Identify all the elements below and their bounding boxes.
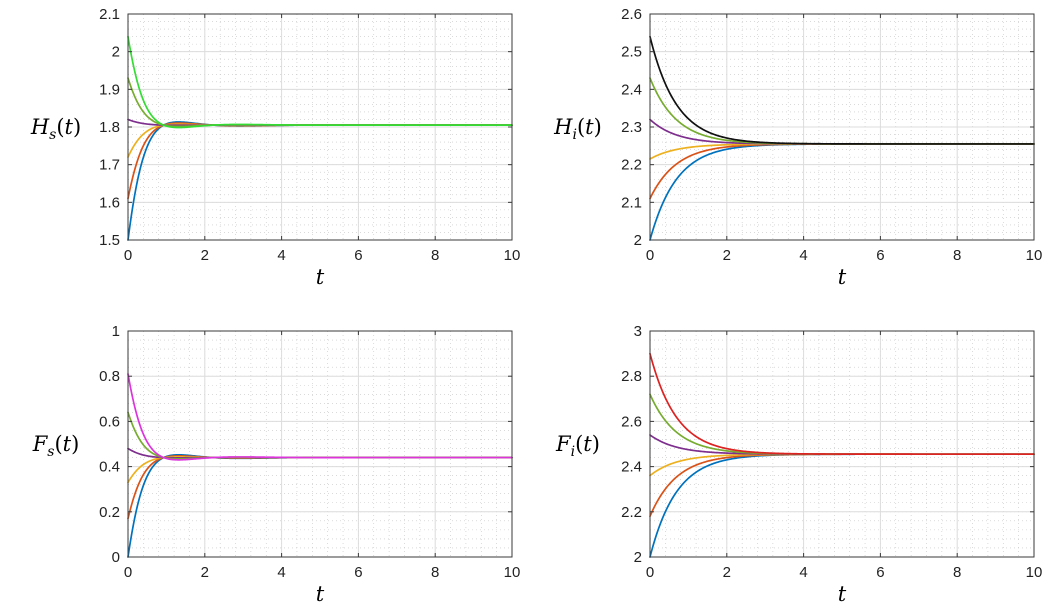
series-line-2 — [127, 455, 513, 520]
x-tick-label: 10 — [504, 564, 521, 581]
x-tick-label: 8 — [953, 564, 961, 581]
series-line-1 — [127, 453, 513, 558]
y-tick-label: 2.6 — [621, 413, 642, 430]
y-tick-label: 1.6 — [99, 194, 120, 211]
series-line-5 — [127, 77, 513, 128]
y-axis-label: Hi(t) — [553, 115, 602, 143]
x-tick-label: 4 — [277, 564, 285, 581]
y-tick-label: 2.8 — [621, 368, 642, 385]
x-tick-label: 2 — [723, 247, 731, 264]
x-tick-label: 2 — [201, 247, 209, 264]
y-tick-label: 1 — [112, 323, 120, 340]
x-tick-label: 6 — [876, 564, 884, 581]
x-tick-label: 4 — [799, 564, 807, 581]
y-tick-label: 0.6 — [99, 413, 120, 430]
x-tick-label: 6 — [354, 564, 362, 581]
x-tick-label: 4 — [277, 247, 285, 264]
y-tick-label: 2.4 — [621, 459, 642, 476]
x-tick-label: 6 — [876, 247, 884, 264]
series-line-5 — [127, 411, 513, 460]
y-tick-label: 2.2 — [621, 157, 642, 174]
y-axis-label: Fi(t) — [555, 432, 600, 460]
chart-panel-top-left: 0 2 4 6 8 10 1.5 1.6 1.7 1.8 1.9 2 2.1 t Hs(t) — [30, 6, 521, 289]
y-tick-label: 2.6 — [621, 6, 642, 23]
series-line-2 — [649, 453, 1035, 518]
y-tick-label: 2.5 — [621, 44, 642, 61]
axes-box — [649, 330, 1035, 558]
y-tick-label: 1.5 — [99, 232, 120, 249]
x-tick-label: 2 — [723, 564, 731, 581]
series-group — [649, 352, 1035, 558]
minor-grid — [649, 330, 1035, 558]
series-line-5 — [649, 77, 1035, 145]
y-tick-label: 2.3 — [621, 119, 642, 136]
series-line-4 — [649, 434, 1035, 456]
series-line-6 — [649, 352, 1035, 456]
x-tick-label: 0 — [646, 564, 654, 581]
chart-panel-bottom-left: 0 2 4 6 8 10 0 0.2 0.4 0.6 0.8 1 t Fs(t) — [32, 323, 521, 606]
y-tick-label: 2 — [634, 232, 642, 249]
series-line-1 — [649, 453, 1035, 558]
y-tick-label: 0.4 — [99, 459, 120, 476]
series-line-3 — [127, 456, 513, 484]
series-group — [127, 373, 513, 558]
y-axis-label: Fs(t) — [32, 432, 80, 460]
ticks: 0 2 4 6 8 10 0 0.2 0.4 0.6 0.8 1 — [99, 323, 520, 581]
major-grid — [649, 330, 1035, 558]
x-tick-label: 6 — [354, 247, 362, 264]
series-line-2 — [649, 143, 1035, 200]
axes-box — [127, 330, 513, 558]
series-line-6 — [127, 373, 513, 461]
y-tick-label: 2.2 — [621, 504, 642, 521]
x-axis-label: t — [838, 582, 847, 606]
series-line-6 — [127, 35, 513, 129]
y-tick-label: 0 — [112, 549, 120, 566]
series-line-1 — [649, 143, 1035, 241]
major-grid — [127, 330, 513, 558]
ticks: 0 2 4 6 8 10 1.5 1.6 1.7 1.8 1.9 2 2.1 — [99, 6, 520, 264]
y-tick-label: 2 — [634, 549, 642, 566]
y-tick-label: 2.4 — [621, 81, 642, 98]
x-axis-label: t — [838, 265, 847, 289]
x-tick-label: 4 — [799, 247, 807, 264]
y-tick-label: 0.8 — [99, 368, 120, 385]
y-tick-label: 1.7 — [99, 157, 120, 174]
y-tick-label: 0.2 — [99, 504, 120, 521]
y-tick-label: 2.1 — [621, 194, 642, 211]
series-line-1 — [127, 121, 513, 241]
x-tick-label: 8 — [431, 247, 439, 264]
series-line-3 — [649, 143, 1035, 160]
x-axis-label: t — [316, 582, 325, 606]
y-tick-label: 2.1 — [99, 6, 120, 23]
major-grid — [649, 13, 1035, 241]
series-line-3 — [127, 123, 513, 158]
x-tick-label: 0 — [124, 247, 132, 264]
x-tick-label: 10 — [1026, 564, 1043, 581]
y-tick-label: 1.8 — [99, 119, 120, 136]
x-tick-label: 0 — [646, 247, 654, 264]
series-group — [127, 35, 513, 241]
y-tick-label: 1.9 — [99, 81, 120, 98]
y-tick-label: 2 — [112, 44, 120, 61]
series-group — [649, 35, 1035, 241]
minor-grid — [127, 330, 513, 558]
y-tick-label: 3 — [634, 323, 642, 340]
x-tick-label: 8 — [431, 564, 439, 581]
x-tick-label: 0 — [124, 564, 132, 581]
x-tick-label: 2 — [201, 564, 209, 581]
y-axis-label: Hs(t) — [30, 115, 81, 143]
x-tick-label: 10 — [504, 247, 521, 264]
x-tick-label: 10 — [1026, 247, 1043, 264]
x-axis-label: t — [316, 265, 325, 289]
x-tick-label: 8 — [953, 247, 961, 264]
series-line-6 — [649, 35, 1035, 145]
